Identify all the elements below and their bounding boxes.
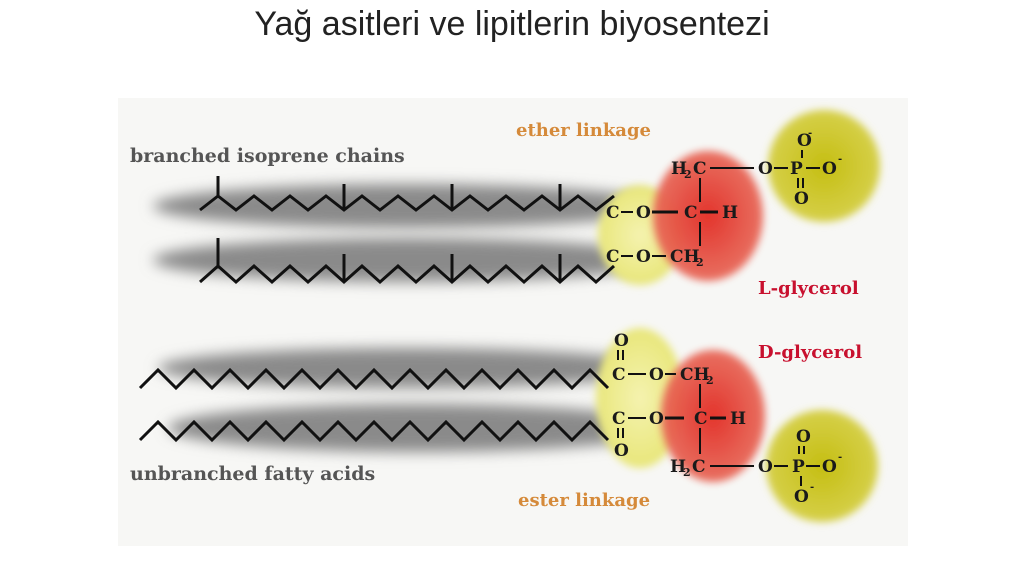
svg-text:O: O — [794, 487, 809, 507]
svg-text:O: O — [758, 457, 773, 477]
svg-text:C: C — [693, 159, 707, 179]
svg-text:O: O — [614, 331, 629, 351]
svg-text:C: C — [606, 247, 620, 267]
svg-text:O: O — [796, 427, 811, 447]
d-glycerol-label: D-glycerol — [758, 342, 862, 363]
svg-text:-: - — [838, 154, 842, 165]
svg-text:C: C — [612, 409, 626, 429]
svg-text:C: C — [612, 365, 626, 385]
svg-text:2: 2 — [683, 466, 691, 479]
svg-text:-: - — [838, 452, 842, 463]
svg-text:O: O — [649, 409, 664, 429]
svg-text:O: O — [649, 365, 664, 385]
chain-shadow-top-1 — [153, 184, 663, 228]
svg-text:C: C — [692, 457, 706, 477]
svg-text:O: O — [822, 457, 837, 477]
lipid-diagram: branched isoprene chains ether linkage L… — [118, 98, 908, 546]
svg-text:C: C — [606, 203, 620, 223]
svg-text:-: - — [810, 482, 814, 493]
svg-text:2: 2 — [684, 168, 692, 181]
svg-text:O: O — [794, 189, 809, 209]
svg-text:CH: CH — [670, 247, 700, 267]
svg-text:P: P — [792, 457, 805, 477]
phosphate-blob-top — [768, 110, 880, 222]
svg-text:P: P — [790, 159, 803, 179]
l-glycerol-label: L-glycerol — [758, 278, 859, 299]
l-glycerol-blob — [653, 151, 763, 281]
svg-text:C: C — [694, 409, 708, 429]
svg-text:2: 2 — [706, 374, 714, 387]
svg-text:2: 2 — [696, 256, 704, 269]
svg-text:O: O — [822, 159, 837, 179]
svg-text:O: O — [636, 247, 651, 267]
fatty-acid-chain-1 — [138, 367, 610, 391]
ester-chemistry: O C O CH 2 C O C H O H 2 C O P O - O — [612, 331, 842, 507]
svg-text:H: H — [671, 159, 687, 179]
chain-shadow-bottom-1 — [158, 348, 658, 388]
ester-linkage-label: ester linkage — [518, 490, 650, 511]
svg-text:H: H — [722, 203, 738, 223]
isoprene-chain-2 — [199, 238, 615, 285]
diagram-svg: branched isoprene chains ether linkage L… — [130, 110, 880, 522]
fatty-acid-chain-2 — [138, 419, 610, 443]
slide-title: Yağ asitleri ve lipitlerin biyosentezi — [254, 5, 770, 43]
svg-text:O: O — [636, 203, 651, 223]
svg-text:CH: CH — [680, 365, 710, 385]
svg-text:O: O — [758, 159, 773, 179]
svg-text:O: O — [797, 131, 812, 151]
svg-text:C: C — [684, 203, 698, 223]
branched-chains-label: branched isoprene chains — [130, 145, 405, 167]
svg-text:H: H — [730, 409, 746, 429]
unbranched-fatty-acids-label: unbranched fatty acids — [130, 463, 375, 485]
svg-text:O: O — [614, 441, 629, 461]
d-glycerol-blob — [661, 350, 765, 482]
svg-text:H: H — [670, 457, 686, 477]
phosphate-blob-bottom — [766, 410, 878, 522]
ether-chemistry: H 2 C O P - O O - O C O C H C O CH 2 — [606, 128, 842, 269]
ether-linkage-label: ether linkage — [516, 120, 651, 141]
isoprene-chain-1 — [199, 176, 615, 212]
svg-text:-: - — [808, 128, 812, 139]
